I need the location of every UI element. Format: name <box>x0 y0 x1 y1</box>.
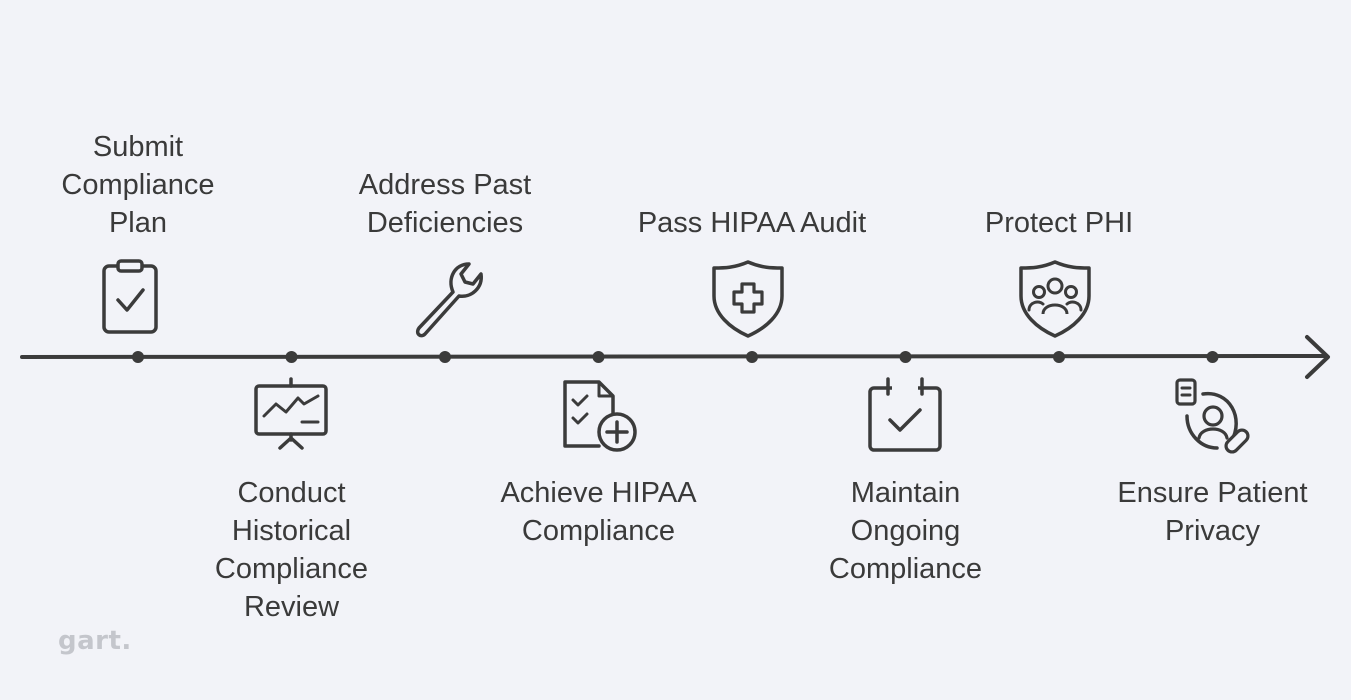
timeline-node <box>285 351 298 363</box>
step-label: Maintain Ongoing Compliance <box>828 477 983 585</box>
step-label: Submit Compliance Plan <box>61 131 215 239</box>
step-label: Address Past Deficiencies <box>358 169 532 239</box>
patient-record-icon <box>1174 378 1250 454</box>
clipboard-check-icon <box>102 259 158 334</box>
watermark-logo: gart. <box>58 626 132 656</box>
step-label: Pass HIPAA Audit <box>637 207 867 239</box>
calendar-check-icon <box>867 377 942 452</box>
shield-users-icon <box>1019 260 1091 338</box>
timeline-node <box>1053 351 1065 363</box>
timeline-node <box>899 351 912 363</box>
presentation-chart-icon <box>253 377 328 450</box>
document-check-plus-icon <box>562 380 637 452</box>
timeline-line <box>20 354 1327 360</box>
step-label: Conduct Historical Compliance Review <box>214 477 369 623</box>
step-label: Ensure Patient Privacy <box>1117 477 1308 547</box>
shield-cross-icon <box>712 260 784 338</box>
timeline-node <box>1206 351 1219 363</box>
wrench-icon <box>415 262 483 338</box>
step-label: Achieve HIPAA Compliance <box>500 477 697 547</box>
timeline-arrowhead <box>1305 335 1330 379</box>
timeline-node <box>132 351 144 363</box>
timeline-node <box>592 351 605 363</box>
timeline-node <box>439 351 451 363</box>
step-label: Protect PHI <box>984 207 1134 239</box>
timeline-node <box>746 351 758 363</box>
